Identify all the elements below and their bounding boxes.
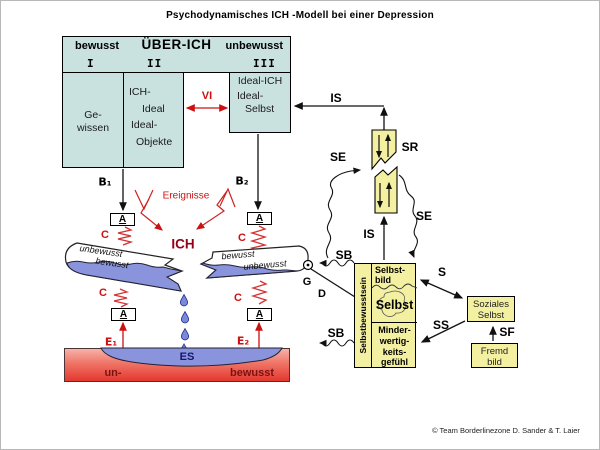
ueberich-header-box: bewusst ÜBER-ICH unbewusst I II III (62, 36, 291, 73)
s-double-arrow (419, 279, 464, 299)
se-wavy-right (398, 174, 418, 259)
a-box-upper-left: A (110, 213, 135, 226)
soziales-selbst-box: Soziales Selbst (467, 296, 515, 322)
b2-label: B₂ (235, 174, 249, 188)
sb-label-bottom: SB (327, 326, 345, 340)
ereignisse-zigzag-left (134, 189, 154, 211)
header-bewusst: bewusst (75, 40, 120, 52)
es-label: ES (179, 351, 195, 363)
c-spring-lower-right (250, 280, 269, 305)
c-spring-upper-right (249, 225, 268, 252)
selbstbewusstsein-strip: Selbstbewusstsein (355, 264, 372, 367)
is-label-top: IS (330, 91, 342, 105)
column-iii: III (253, 57, 276, 70)
c-spring-lower-left (113, 288, 130, 308)
ereignisse-bolt-left (140, 198, 163, 231)
copyright-note: © Team Borderlinezone D. Sander & T. Lai… (432, 426, 580, 435)
vi-label: VI (201, 90, 213, 102)
g-drain-dot (306, 263, 310, 267)
s-label: S (437, 265, 447, 279)
c-label-upper-right: C (238, 232, 246, 244)
column-i: I (87, 57, 95, 70)
e2-label: E₂ (236, 334, 250, 348)
sr-torn-box-lower (374, 165, 398, 214)
gewissen-cell: Ge- wissen (76, 109, 110, 134)
is-label-mid: IS (363, 227, 375, 241)
sr-torn-box-upper (371, 129, 397, 171)
b1-label: B₁ (98, 175, 112, 189)
diagram-title: Psychodynamisches ICH -Modell bei einer … (166, 10, 434, 21)
minderwertigkeitsgefuehl-cell: Minder- wertig- keits- gefühl (372, 322, 417, 369)
sb-wavy-bottom-arrow (318, 339, 355, 347)
se-label-right: SE (415, 209, 433, 223)
a-box-lower-right: A (247, 308, 272, 321)
drop-1 (179, 293, 189, 307)
un-label: un- (104, 367, 122, 379)
header-unbewusst: unbewusst (225, 40, 283, 52)
c-label-lower-right: C (234, 292, 242, 304)
c-label-lower-left: C (99, 287, 107, 299)
ereignisse-label: Ereignisse (162, 190, 210, 202)
g-drain-circle (302, 259, 314, 271)
sf-label: SF (499, 325, 515, 339)
header-ueber-ich: ÜBER-ICH (141, 37, 212, 52)
fremdbild-box: Fremd bild (471, 343, 518, 368)
a-box-lower-left: A (111, 308, 136, 321)
column-ii: II (147, 57, 163, 70)
e1-label: E₁ (104, 335, 118, 349)
g-label: G (302, 276, 312, 288)
se-label-left: SE (329, 150, 347, 164)
c-spring-upper-left (117, 226, 134, 246)
selbstbild-cell: Selbst- bild (375, 265, 406, 285)
sr-label: SR (401, 140, 419, 154)
selbst-complex-box: Selbstbewusstsein Selbst- bild Selbst Mi… (354, 263, 417, 369)
drop-2 (180, 310, 190, 324)
bewusst-label: bewusst (229, 367, 275, 379)
ss-label: SS (432, 318, 450, 332)
ereignisse-zigzag-right (219, 187, 236, 208)
a-box-upper-right: A (247, 212, 272, 225)
ideal-ich-box: Ideal-ICH Ideal- Selbst (229, 73, 291, 133)
gewissen-ichideal-box: Ge- wissen ICH- Ideal Ideal- Objekte (62, 73, 184, 168)
left-cloud-bewusst: bewusst (94, 255, 130, 271)
drop-3 (180, 327, 190, 341)
c-label-upper-left: C (101, 229, 109, 241)
sb-label-top: SB (335, 248, 353, 262)
cell-divider (123, 73, 124, 167)
right-cloud-bewusst: bewusst (221, 248, 255, 262)
ich-ideal-cell: ICH- Ideal Ideal- Objekte (129, 86, 173, 148)
selbst-core-cell: Selbst (375, 297, 414, 312)
right-cloud-unbewusst: unbewusst (243, 258, 287, 272)
se-wavy-left (325, 167, 362, 259)
ich-label: ICH (171, 236, 195, 252)
d-label: D (318, 288, 326, 300)
